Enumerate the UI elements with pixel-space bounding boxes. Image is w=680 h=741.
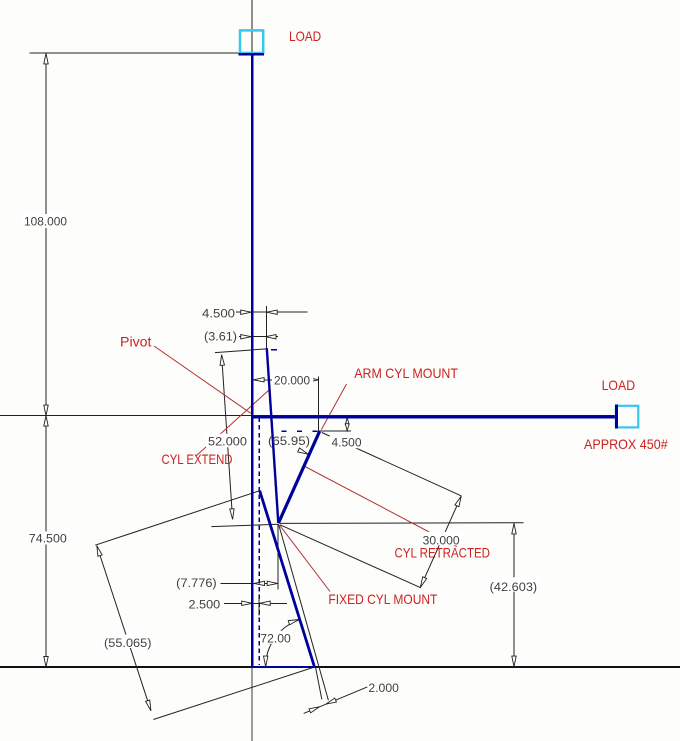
- svg-text:FIXED CYL MOUNT: FIXED CYL MOUNT: [328, 592, 437, 607]
- svg-text:(3.61): (3.61): [204, 329, 237, 343]
- svg-text:CYL RETRACTED: CYL RETRACTED: [395, 546, 491, 561]
- svg-text:52.000: 52.000: [208, 435, 247, 449]
- svg-text:ARM CYL MOUNT: ARM CYL MOUNT: [354, 366, 458, 381]
- svg-text:(42.603): (42.603): [490, 580, 538, 594]
- svg-text:2.500: 2.500: [189, 597, 221, 611]
- svg-text:4.500: 4.500: [332, 435, 362, 449]
- svg-text:CYL EXTEND: CYL EXTEND: [162, 452, 233, 467]
- svg-text:APPROX 450#: APPROX 450#: [584, 437, 668, 452]
- svg-text:Pivot: Pivot: [120, 335, 152, 350]
- svg-text:LOAD: LOAD: [602, 378, 636, 393]
- svg-text:74.500: 74.500: [29, 531, 67, 545]
- svg-text:2.000: 2.000: [368, 681, 399, 695]
- svg-text:4.500: 4.500: [202, 306, 235, 320]
- svg-text:72.00: 72.00: [260, 632, 291, 646]
- svg-text:108.000: 108.000: [24, 215, 67, 229]
- svg-text:(55.065): (55.065): [104, 636, 152, 650]
- svg-text:30.000: 30.000: [423, 534, 460, 548]
- svg-text:20.000: 20.000: [274, 374, 310, 388]
- svg-text:(7.776): (7.776): [176, 576, 217, 590]
- svg-text:LOAD: LOAD: [289, 29, 321, 44]
- svg-text:(65.95): (65.95): [268, 434, 310, 448]
